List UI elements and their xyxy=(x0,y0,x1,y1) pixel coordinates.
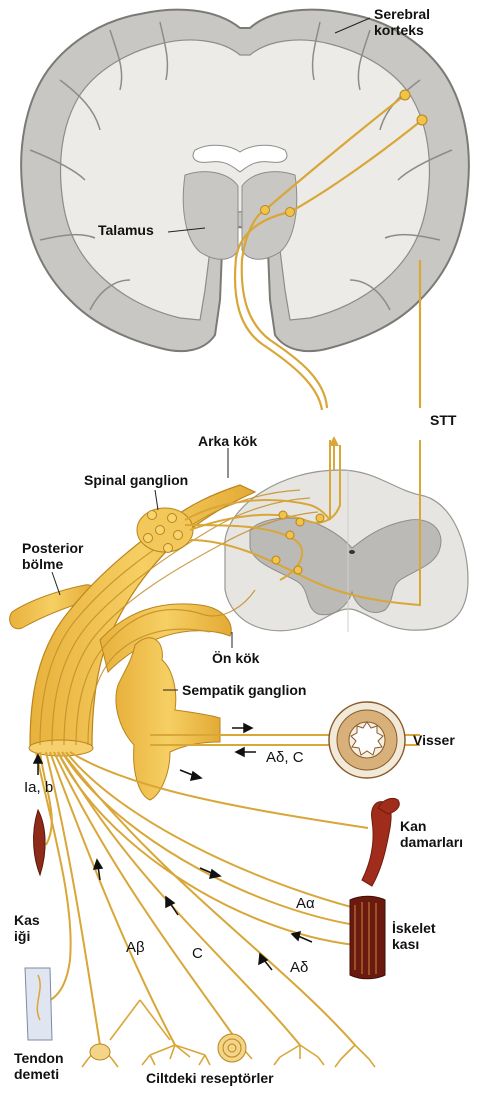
muscle-spindle-label: Kas iği xyxy=(14,912,40,944)
muscle-spindle xyxy=(34,810,46,875)
skeletal-muscle-label: İskelet kası xyxy=(392,920,436,952)
blood-vessels-label-line1: Kan xyxy=(400,818,463,834)
viscera-label: Visser xyxy=(413,732,455,748)
peripheral-fibers xyxy=(36,735,420,1045)
blood-vessels-label-line2: damarları xyxy=(400,834,463,850)
viscera-organ xyxy=(329,702,405,778)
ventral-root-label: Ön kök xyxy=(212,650,259,666)
ia-ib-label: Ia, b xyxy=(24,780,53,796)
spinal-ganglion-group xyxy=(137,508,193,553)
blood-vessel xyxy=(362,798,399,886)
a-alpha-label: Aα xyxy=(296,896,315,912)
skeletal-muscle xyxy=(350,896,385,979)
cortex-label: Serebral korteks xyxy=(374,6,430,38)
thalamus-label: Talamus xyxy=(98,222,154,238)
sympathetic-ganglion-label: Sempatik ganglion xyxy=(182,682,306,698)
skeletal-label-line1: İskelet xyxy=(392,920,436,936)
c-fiber-label: C xyxy=(192,946,203,962)
visceral-fibers-label: Aδ, C xyxy=(266,750,304,766)
blood-vessels-label: Kan damarları xyxy=(400,818,463,850)
tendon-organ xyxy=(25,968,52,1040)
posterior-label: Posterior bölme xyxy=(22,540,83,572)
sympathetic-ganglion-shape xyxy=(116,638,220,800)
tendon-label: Tendon demeti xyxy=(14,1050,64,1082)
white-matter-shape xyxy=(61,40,430,320)
spinal-ganglion-label: Spinal ganglion xyxy=(84,472,188,488)
cortex-label-line1: Serebral xyxy=(374,6,430,22)
central-canal xyxy=(349,550,355,554)
tendon-label-line1: Tendon xyxy=(14,1050,64,1066)
meissner-receptor xyxy=(90,1044,110,1060)
tendon-label-line2: demeti xyxy=(14,1066,64,1082)
spinal-cord xyxy=(225,470,468,632)
nerve-cut-end xyxy=(29,740,93,756)
a-beta-label: Aβ xyxy=(126,940,145,956)
posterior-label-line1: Posterior xyxy=(22,540,83,556)
cortex-label-line2: korteks xyxy=(374,22,430,38)
muscle-label-line2: iği xyxy=(14,928,40,944)
skeletal-label-line2: kası xyxy=(392,936,436,952)
pacinian-receptor xyxy=(218,1034,246,1062)
stt-label: STT xyxy=(430,412,456,428)
a-delta-label: Aδ xyxy=(290,960,308,976)
dorsal-root-label: Arka kök xyxy=(198,433,257,449)
muscle-label-line1: Kas xyxy=(14,912,40,928)
posterior-label-line2: bölme xyxy=(22,556,83,572)
skin-receptors-label: Ciltdeki reseptörler xyxy=(146,1070,274,1086)
